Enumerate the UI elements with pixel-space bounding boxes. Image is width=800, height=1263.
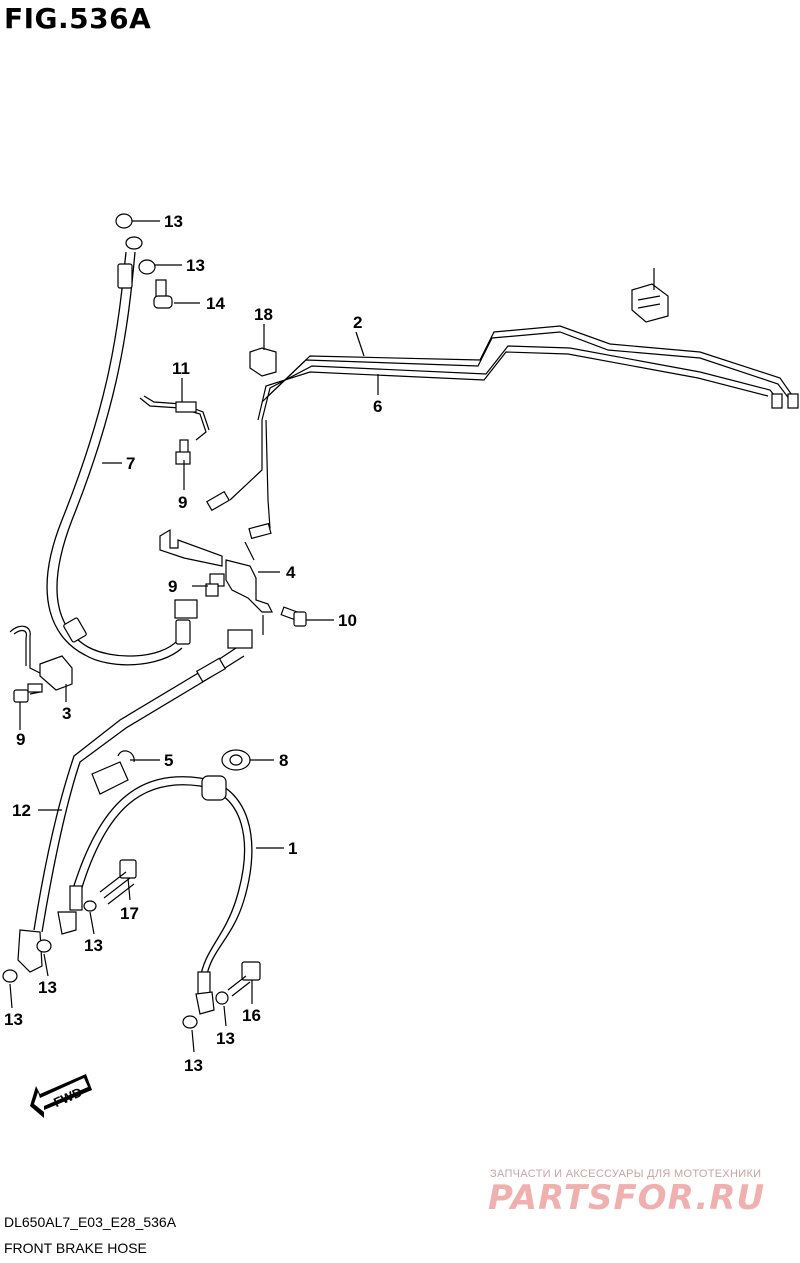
- leader-lines: [9, 220, 655, 1053]
- figure-title: FIG.536A: [4, 2, 152, 35]
- bolt-16: [99, 859, 137, 905]
- label-part-13-e: 13: [4, 1010, 23, 1029]
- washer-13-c: [83, 900, 97, 912]
- label-part-13-b: 13: [186, 256, 205, 275]
- washer-13-f: [215, 991, 229, 1005]
- brake-hose-12: [17, 629, 253, 973]
- label-part-4: 4: [286, 563, 296, 582]
- label-part-7: 7: [126, 454, 135, 473]
- label-part-9-c: 9: [16, 730, 25, 749]
- hose-bracket-4: [159, 528, 273, 613]
- label-part-10: 10: [338, 611, 357, 630]
- label-part-9-b: 9: [168, 577, 177, 596]
- brake-pipe-6: [206, 345, 799, 540]
- label-part-9-a: 9: [178, 493, 187, 512]
- clamp-17: [249, 347, 277, 377]
- label-part-15: 16: [242, 1006, 261, 1025]
- brake-pipe-2: [261, 325, 795, 403]
- label-part-12: 12: [12, 801, 31, 820]
- label-part-13-d: 13: [38, 978, 57, 997]
- label-part-13-f: 13: [216, 1029, 235, 1048]
- clamp-5: [91, 750, 135, 795]
- watermark-logo: PARTSFOR.RU: [488, 1178, 766, 1218]
- label-part-6: 6: [373, 397, 382, 416]
- label-part-13-a: 13: [164, 212, 183, 231]
- hose-clamp-3: [9, 625, 73, 703]
- washer-13-top: [115, 213, 133, 229]
- clamp-8: [221, 749, 251, 771]
- clamp-18: [631, 283, 669, 323]
- washer-13-d: [36, 939, 52, 953]
- label-part-1: 1: [288, 839, 297, 858]
- label-part-8: 8: [279, 751, 288, 770]
- union-bolt-14: [153, 279, 173, 309]
- washer-13-e: [2, 969, 18, 983]
- brake-hose-7: [46, 236, 198, 666]
- watermark-tagline: ЗАПЧАСТИ И АКСЕССУАРЫ ДЛЯ МОТОТЕХНИКИ: [490, 1168, 762, 1180]
- bolt-15: [227, 961, 261, 997]
- label-part-11: 11: [172, 359, 190, 378]
- brake-hose-1: [57, 775, 253, 1015]
- washer-13-upper: [138, 259, 156, 275]
- label-part-14: 14: [206, 294, 225, 313]
- diagram-code: DL650AL7_E03_E28_536A: [4, 1214, 177, 1230]
- label-part-3: 3: [62, 704, 71, 723]
- label-part-5: 5: [164, 751, 173, 770]
- washer-13-g: [182, 1015, 198, 1029]
- label-part-2: 2: [353, 313, 362, 332]
- label-part-17: 18: [254, 305, 273, 324]
- label-part-13-g: 13: [184, 1056, 203, 1075]
- diagram-subtitle: FRONT BRAKE HOSE: [4, 1240, 147, 1256]
- label-part-16: 17: [120, 904, 139, 923]
- fwd-arrow-icon: FWD: [30, 1074, 92, 1118]
- hose-bracket-11: [139, 395, 210, 465]
- label-part-13-c: 13: [84, 936, 103, 955]
- bolt-10: [280, 606, 307, 627]
